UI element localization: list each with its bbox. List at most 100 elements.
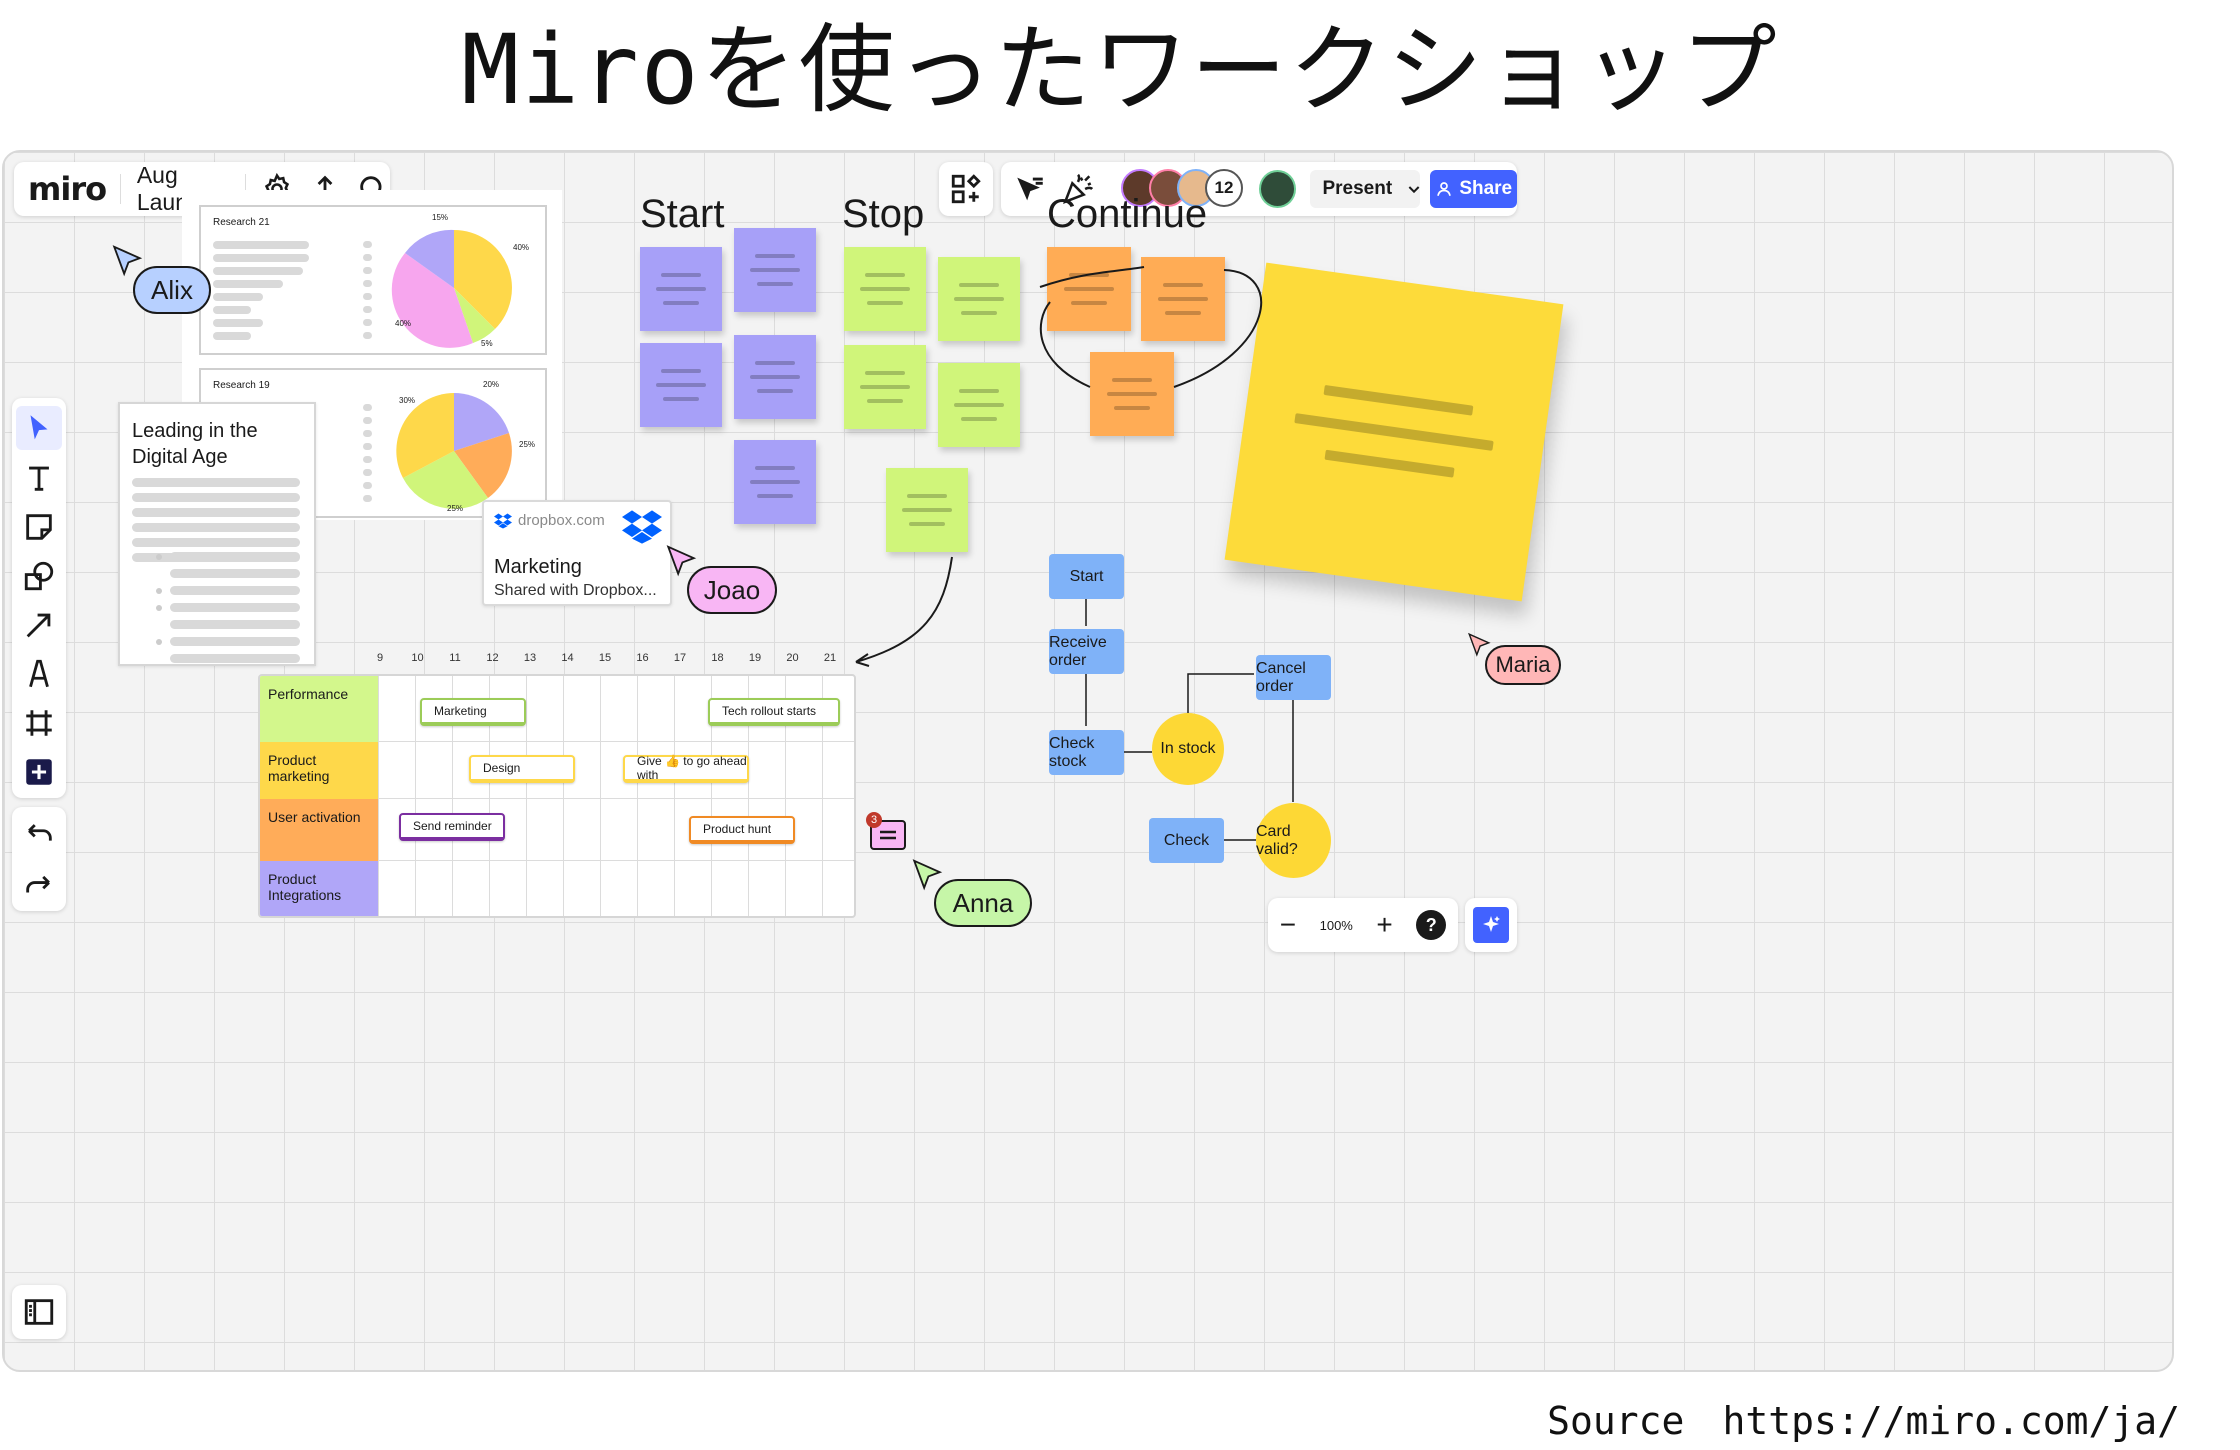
doc-card[interactable]: Leading in the Digital Age — [118, 402, 316, 666]
sticky-note[interactable] — [734, 228, 816, 312]
gantt-bar-tech-rollout[interactable]: Tech rollout starts — [708, 698, 840, 726]
sticky-note[interactable] — [734, 440, 816, 524]
day-label: 10 — [411, 652, 424, 664]
present-button[interactable]: Present — [1310, 170, 1422, 208]
gantt-bar-design[interactable]: Design — [469, 755, 575, 783]
collaboration-bar: 12 Present Share — [1001, 162, 1517, 216]
cursor-filter-icon[interactable] — [1013, 172, 1047, 206]
row-divider — [378, 741, 854, 742]
history-toolbar — [12, 807, 66, 911]
sticky-note[interactable] — [1141, 257, 1225, 341]
research-card[interactable]: Research 21 15% 40% 40% 5% — [199, 205, 547, 355]
gantt-bar-product-hunt[interactable]: Product hunt — [689, 816, 795, 844]
frame-icon — [22, 706, 56, 740]
shapes-icon — [22, 559, 56, 593]
flow-node-cancel-order[interactable]: Cancel order — [1256, 655, 1331, 700]
gantt-bar-send-reminder[interactable]: Send reminder — [399, 813, 505, 841]
sticky-note[interactable] — [640, 247, 722, 331]
sticky-note[interactable] — [844, 247, 926, 331]
shapes-tool[interactable] — [16, 554, 62, 598]
arrow-tool[interactable] — [16, 603, 62, 647]
pie-slice — [454, 230, 512, 329]
pen-icon — [22, 657, 56, 691]
pen-tool[interactable] — [16, 652, 62, 696]
cursor-label-alix: Alix — [133, 266, 211, 314]
redo-button[interactable] — [16, 862, 62, 906]
flow-connector — [1085, 599, 1294, 841]
avatar-count[interactable]: 12 — [1205, 169, 1243, 207]
pie-slice — [454, 433, 512, 498]
side-panel-button[interactable] — [12, 1285, 66, 1339]
pie-label: 25% — [447, 504, 464, 513]
flow-node-in-stock[interactable]: In stock — [1152, 713, 1224, 785]
day-label: 21 — [823, 652, 837, 664]
sticky-note[interactable] — [640, 343, 722, 427]
gantt-bar-marketing[interactable]: Marketing — [420, 698, 526, 726]
add-icon — [22, 755, 56, 789]
share-button[interactable]: Share — [1430, 170, 1517, 208]
doc-bullets — [156, 552, 300, 663]
row-divider — [378, 798, 854, 799]
sticky-note[interactable] — [938, 363, 1020, 447]
sticky-note[interactable] — [1090, 352, 1174, 436]
party-popper-icon[interactable] — [1061, 172, 1095, 206]
day-label: 9 — [376, 652, 384, 664]
cursor-pointer-icon — [664, 544, 698, 582]
zoom-in-button[interactable]: + — [1376, 909, 1393, 940]
cursor-pointer-icon — [1466, 632, 1492, 662]
flow-node-check-stock[interactable]: Check stock — [1049, 730, 1124, 775]
sticky-note[interactable] — [844, 345, 926, 429]
research-card-title: Research 19 — [213, 380, 270, 391]
flow-node-card-valid[interactable]: Card valid? — [1256, 803, 1331, 878]
retro-column-start: Start — [640, 192, 725, 236]
sticky-note[interactable] — [1047, 247, 1131, 331]
select-tool[interactable] — [16, 406, 62, 450]
day-label: 20 — [786, 652, 799, 664]
dropbox-domain: dropbox.com — [518, 512, 605, 529]
apps-button[interactable] — [939, 162, 993, 216]
user-icon — [1435, 180, 1453, 198]
side-panel-icon — [22, 1295, 56, 1329]
flow-node-check[interactable]: Check — [1149, 818, 1224, 863]
miro-board-canvas[interactable]: miro Aug Launch 12 — [2, 150, 2174, 1372]
add-tool[interactable] — [16, 750, 62, 794]
undo-button[interactable] — [16, 813, 62, 857]
gantt-row-label: Product marketing — [260, 742, 378, 799]
apps-icon — [949, 172, 983, 206]
left-toolbar — [12, 398, 66, 798]
dropbox-card[interactable]: dropbox.com Marketing Shared with Dropbo… — [482, 500, 672, 606]
sticky-note[interactable] — [938, 257, 1020, 341]
gantt-bar-give-go-ahead[interactable]: Give 👍 to go ahead with — [623, 754, 749, 783]
flow-node-start[interactable]: Start — [1049, 554, 1124, 599]
gantt-day-header: 9 10 11 12 13 14 15 16 17 18 19 20 21 — [365, 652, 845, 664]
day-label: 12 — [486, 652, 499, 664]
sticky-note[interactable] — [886, 468, 968, 552]
miro-logo[interactable]: miro — [28, 170, 107, 208]
pie-label: 40% — [395, 319, 412, 328]
sparkle-icon — [1473, 907, 1509, 943]
undo-icon — [22, 818, 56, 852]
bullet-dots — [363, 241, 372, 339]
avatar[interactable] — [1259, 170, 1297, 208]
zoom-out-button[interactable]: − — [1279, 909, 1297, 940]
text-tool[interactable] — [16, 456, 62, 500]
sticky-note-tool[interactable] — [16, 505, 62, 549]
pie-label: 40% — [513, 243, 530, 252]
chevron-down-icon[interactable] — [1406, 181, 1422, 197]
doc-title: Leading in the Digital Age — [132, 420, 258, 468]
zoom-level[interactable]: 100% — [1319, 917, 1353, 933]
cursor-pointer-icon — [910, 858, 944, 896]
pie-slice — [391, 253, 473, 348]
ai-assist-button[interactable] — [1465, 898, 1517, 952]
sticky-note[interactable] — [734, 335, 816, 419]
flow-node-receive-order[interactable]: Receive order — [1049, 629, 1124, 674]
comment-icon — [878, 828, 898, 842]
connector-lines — [855, 266, 1294, 841]
avatar-group[interactable]: 12 — [1121, 169, 1243, 209]
frame-tool[interactable] — [16, 701, 62, 745]
gantt-chart[interactable]: Performance Product marketing User activ… — [258, 674, 856, 918]
dropbox-subtitle: Shared with Dropbox... — [494, 582, 657, 599]
present-label: Present — [1322, 178, 1393, 199]
help-button[interactable]: ? — [1416, 910, 1447, 940]
pie-slice — [454, 288, 495, 343]
